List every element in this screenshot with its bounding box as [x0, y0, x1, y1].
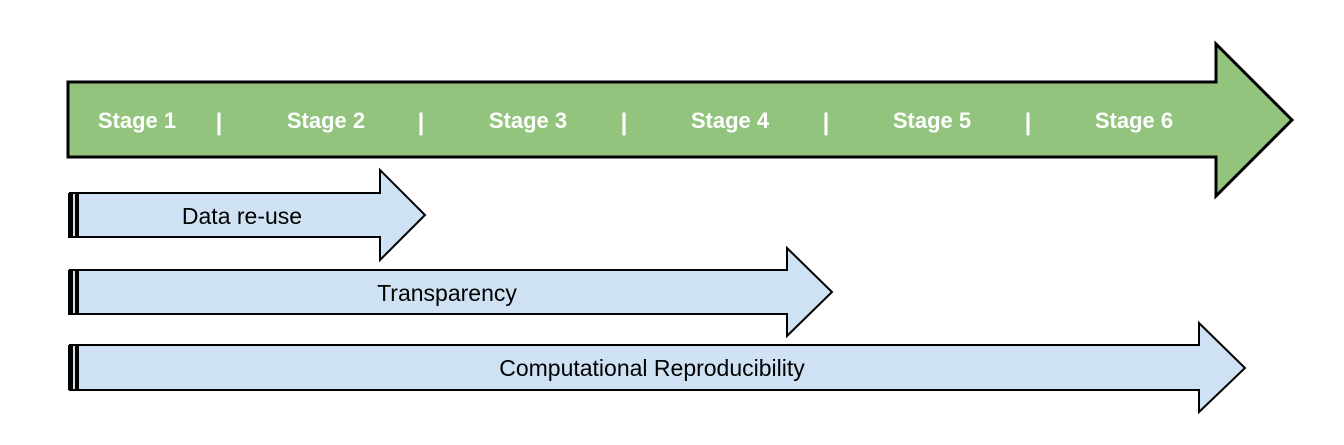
stages-arrow: Stage 1 | Stage 2 | Stage 3 | Stage 4 | … — [66, 40, 1295, 200]
stage-separator-3: | — [621, 109, 628, 136]
stage-separator-4: | — [823, 109, 830, 136]
stages-arrow-shape — [66, 40, 1295, 200]
stage-separator-1: | — [216, 109, 223, 136]
stage-label-2: Stage 2 — [287, 108, 365, 133]
scope-arrow-computational-reproducibility-tail-bar-2 — [75, 345, 79, 390]
scope-arrow-transparency: Transparency — [68, 245, 834, 339]
stage-label-1: Stage 1 — [98, 108, 176, 133]
scope-arrow-computational-reproducibility: Computational Reproducibility — [68, 320, 1247, 415]
scope-arrow-transparency-tail-bar — [68, 270, 73, 315]
stage-label-3: Stage 3 — [489, 108, 567, 133]
scope-arrow-computational-reproducibility-label: Computational Reproducibility — [499, 355, 805, 381]
stage-label-5: Stage 5 — [893, 108, 971, 133]
stage-separator-2: | — [418, 109, 425, 136]
scope-arrow-data-reuse-shape — [69, 167, 427, 263]
stage-separator-5: | — [1025, 109, 1032, 136]
scope-arrow-transparency-tail-bar-2 — [75, 270, 79, 315]
scope-arrow-data-reuse-label: Data re-use — [182, 203, 302, 229]
scope-arrow-data-reuse-tail-bar-2 — [75, 193, 79, 238]
stage-label-4: Stage 4 — [691, 108, 770, 133]
scope-arrow-data-reuse-tail-bar — [68, 193, 73, 238]
scope-arrow-transparency-shape — [69, 245, 834, 339]
scope-arrow-computational-reproducibility-shape — [69, 320, 1247, 415]
scope-arrow-data-reuse: Data re-use — [68, 167, 427, 263]
stage-label-6: Stage 6 — [1095, 108, 1173, 133]
scope-arrow-computational-reproducibility-tail-bar — [68, 345, 73, 390]
scope-arrow-transparency-label: Transparency — [377, 280, 517, 306]
